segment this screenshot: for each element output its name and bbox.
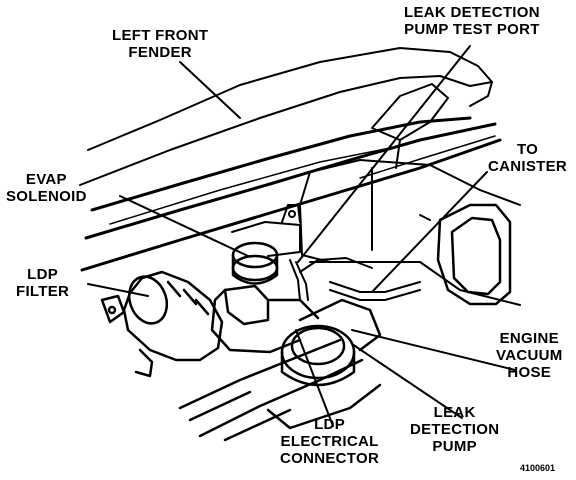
mounting-tray (178, 338, 382, 442)
label-line: EVAP (25, 171, 67, 188)
fender-rail (80, 116, 502, 272)
label-line: HOSE (507, 364, 552, 381)
label-line: LEFT FRONT (112, 27, 209, 44)
label-ldp-filter: LDP FILTER (16, 266, 69, 300)
label-to-canister: TO CANISTER (488, 141, 567, 175)
label-ldp-electrical-connector: LDP ELECTRICAL CONNECTOR (280, 416, 379, 467)
label-line: FILTER (16, 283, 70, 300)
label-engine-vacuum-hose: ENGINE VACUUM HOSE (496, 330, 563, 381)
label-leak-detection-pump: LEAK DETECTION PUMP (410, 404, 499, 455)
label-line: LDP (27, 266, 59, 283)
evap-solenoid-body (210, 241, 302, 354)
ldp-filter-body (100, 270, 224, 378)
label-evap-solenoid: EVAP SOLENOID (6, 171, 87, 205)
label-line: CONNECTOR (280, 450, 380, 467)
wheel-well (436, 203, 512, 306)
label-line: LDP (314, 416, 345, 433)
label-line: ELECTRICAL (280, 433, 379, 450)
label-line: TO (516, 141, 539, 158)
label-line: CANISTER (488, 158, 568, 175)
label-line: SOLENOID (6, 188, 87, 205)
leader-lines (87, 45, 516, 427)
label-left-front-fender: LEFT FRONT FENDER (112, 27, 208, 61)
hoses (289, 257, 421, 301)
leak-detection-pump-body (268, 298, 382, 387)
label-line: VACUUM (496, 347, 563, 364)
label-line: LEAK (433, 404, 476, 421)
label-leak-detection-pump-test-port: LEAK DETECTION PUMP TEST PORT (404, 4, 540, 38)
bracket-tab (231, 204, 301, 257)
label-line: FENDER (128, 44, 192, 61)
label-line: PUMP TEST PORT (404, 21, 540, 38)
label-line: PUMP (432, 438, 477, 455)
inner-rail (109, 135, 496, 225)
figure-number: 4100601 (520, 463, 556, 473)
label-line: DETECTION (410, 421, 500, 438)
label-line: LEAK DETECTION (404, 4, 540, 21)
fender-outline (79, 47, 493, 186)
label-line: ENGINE (499, 330, 559, 347)
